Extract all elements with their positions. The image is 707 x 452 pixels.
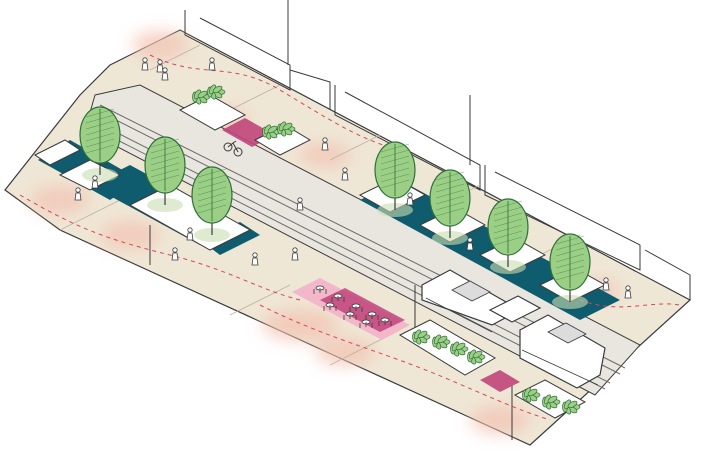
tram-roof <box>451 280 491 302</box>
shrub-icon <box>207 84 226 100</box>
route-dash <box>579 299 681 308</box>
pedestrian-icon <box>141 57 149 71</box>
facade-outline <box>484 165 641 271</box>
route-dash <box>259 304 551 421</box>
pedestrian-icon <box>406 192 414 206</box>
heat-blob <box>132 31 188 59</box>
pedestrian-icon <box>251 252 259 266</box>
cafe-table-icon <box>313 285 327 294</box>
facade-outline <box>334 85 481 191</box>
shrub-icon <box>277 121 296 137</box>
tram-window-band <box>521 349 599 386</box>
pedestrian-icon <box>156 59 164 73</box>
shrub-icon <box>542 394 561 410</box>
facade-outline <box>184 10 291 91</box>
tree-icon <box>79 106 121 182</box>
shrub-icon <box>432 334 451 350</box>
building-facades <box>149 0 691 440</box>
cafe-table-icon <box>359 319 373 328</box>
shrub-icon <box>412 329 431 345</box>
shrub-icon <box>562 399 581 415</box>
heat-blob <box>315 338 375 366</box>
pedestrian-icon <box>171 247 179 261</box>
heat-blob <box>262 309 338 341</box>
heat-blob <box>299 143 351 167</box>
trees <box>79 106 591 309</box>
shrub-icon <box>450 341 469 357</box>
tree-icon <box>374 141 416 217</box>
pedestrian-icon <box>321 137 329 151</box>
pedestrian-icon <box>624 285 632 299</box>
pedestrian-icon <box>91 175 99 189</box>
tram-car <box>519 314 606 389</box>
tram-icon <box>421 269 606 389</box>
pedestrian-icon <box>291 247 299 261</box>
cafe-table-icon <box>331 293 345 302</box>
tree-icon <box>191 166 233 242</box>
facade-outline <box>644 249 691 300</box>
facade-outline <box>289 69 331 110</box>
pedestrian-icon <box>208 57 216 71</box>
heat-blob <box>470 406 530 434</box>
cafe-tables <box>313 285 392 328</box>
pedestrian-icon <box>341 167 349 181</box>
heat-blob <box>100 221 160 249</box>
pedestrian-routes <box>19 54 681 421</box>
pedestrian-icon <box>296 197 304 211</box>
shrub-icon <box>262 124 281 140</box>
pedestrian-icon <box>466 237 474 251</box>
pedestrians <box>74 57 632 299</box>
tram-roof <box>547 322 587 344</box>
route-dash <box>19 194 301 301</box>
tram-window-band <box>425 297 493 333</box>
tram-car <box>488 295 542 323</box>
cafe-table-icon <box>378 317 392 326</box>
tree-icon <box>487 198 529 274</box>
planter-white <box>34 139 81 166</box>
cafe-table-icon <box>343 311 357 320</box>
bicycle-icon <box>223 140 243 157</box>
shrub-icon <box>467 349 486 365</box>
cafe-table-icon <box>349 303 363 312</box>
pedestrian-icon <box>602 277 610 291</box>
cafe-table-icon <box>323 302 337 311</box>
route-dash <box>149 54 401 151</box>
cafe-table-icon <box>365 311 379 320</box>
shrub-icon <box>522 387 541 403</box>
tree-icon <box>144 136 186 212</box>
heat-blob <box>30 186 90 214</box>
shrub-icon <box>192 89 211 105</box>
pedestrian-icon <box>186 227 194 241</box>
pedestrian-icon <box>161 67 169 81</box>
plaza-magenta <box>480 370 520 392</box>
shrubs <box>192 84 581 415</box>
tree-icon <box>429 169 471 245</box>
tree-icon <box>549 233 591 309</box>
pedestrian-icon <box>74 187 82 201</box>
